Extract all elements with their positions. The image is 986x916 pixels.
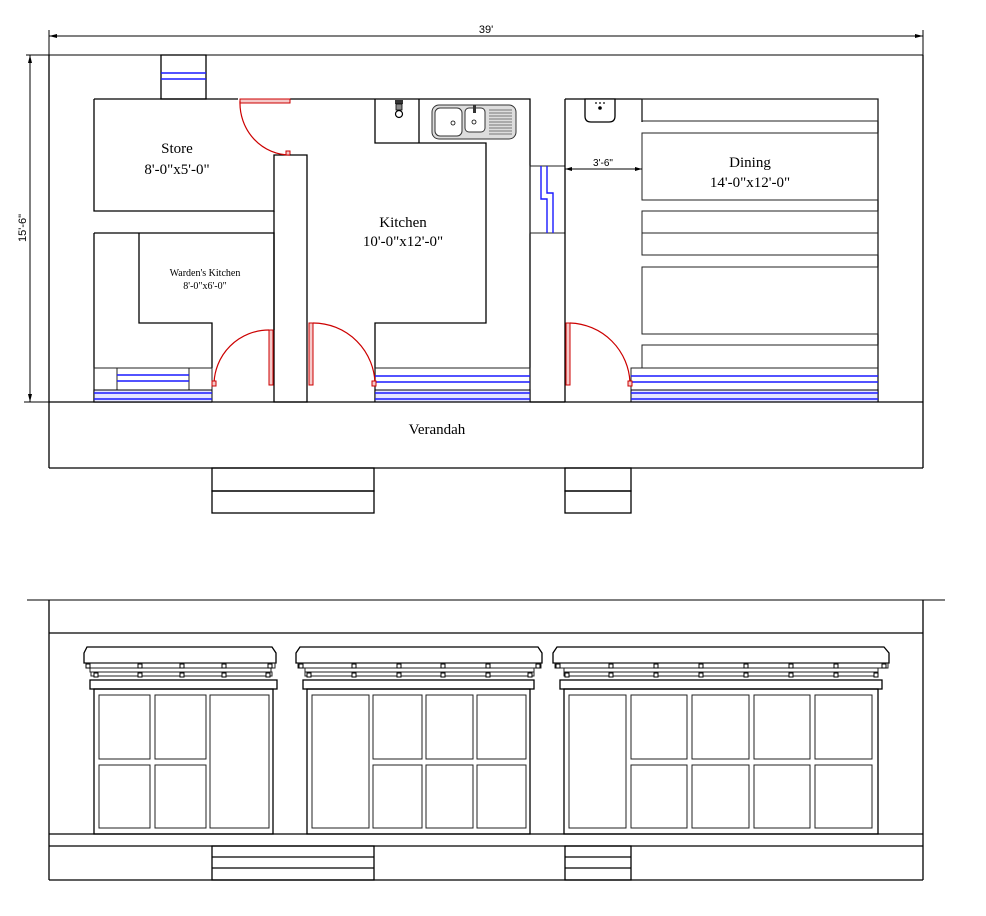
room-size-wardens-kitchen: 8'-0"x6'-0" [183, 281, 226, 292]
elevation-steps-right [564, 845, 632, 881]
tap-icon [394, 100, 404, 119]
outer-boundary [48, 55, 924, 469]
door-icon [239, 98, 291, 104]
room-dining: 3'-6" Dining 14'-0"x12'-0" [564, 98, 879, 403]
room-kitchen: Kitchen 10'-0"x12'-0" [308, 98, 531, 403]
room-label-verandah: Verandah [409, 422, 466, 438]
room-size-store: 8'-0"x5'-0" [144, 162, 209, 178]
dining-table [641, 266, 879, 335]
elevation-steps-left [211, 845, 375, 881]
room-label-kitchen: Kitchen [379, 215, 427, 231]
bench [641, 344, 879, 369]
bench [641, 98, 879, 122]
room-label-dining: Dining [729, 155, 771, 171]
sink-icon [431, 104, 517, 140]
elevation-window-left [83, 646, 278, 835]
elevation-window-right [552, 646, 890, 835]
room-label-store: Store [161, 141, 193, 157]
room-label-wardens-kitchen: Warden's Kitchen [170, 268, 241, 279]
side-window [529, 165, 566, 234]
door-icon [565, 322, 571, 386]
front-elevation [27, 599, 945, 881]
verandah: Verandah [94, 401, 878, 438]
entrance-steps-right [564, 467, 632, 514]
depth-dimension-label: 15'-6" [17, 214, 29, 242]
door-icon [308, 322, 314, 386]
entrance-steps-left [211, 467, 375, 514]
passage-dimension-label: 3'-6" [593, 158, 613, 169]
wall-partition [273, 154, 308, 403]
door-icon [268, 329, 274, 386]
wash-basin-icon [584, 98, 616, 123]
room-wardens-kitchen: Warden's Kitchen 8'-0"x6'-0" [93, 232, 275, 403]
bench [641, 210, 879, 234]
elevation-window-center [295, 646, 543, 835]
room-size-dining: 14'-0"x12'-0" [710, 175, 790, 191]
bench [641, 232, 879, 256]
width-dimension-label: 39' [479, 24, 493, 36]
room-store: Store 8'-0"x5'-0" [93, 54, 375, 212]
dimension-passage: 3'-6" [565, 158, 642, 171]
dining-table [641, 132, 879, 201]
room-size-kitchen: 10'-0"x12'-0" [363, 234, 443, 250]
